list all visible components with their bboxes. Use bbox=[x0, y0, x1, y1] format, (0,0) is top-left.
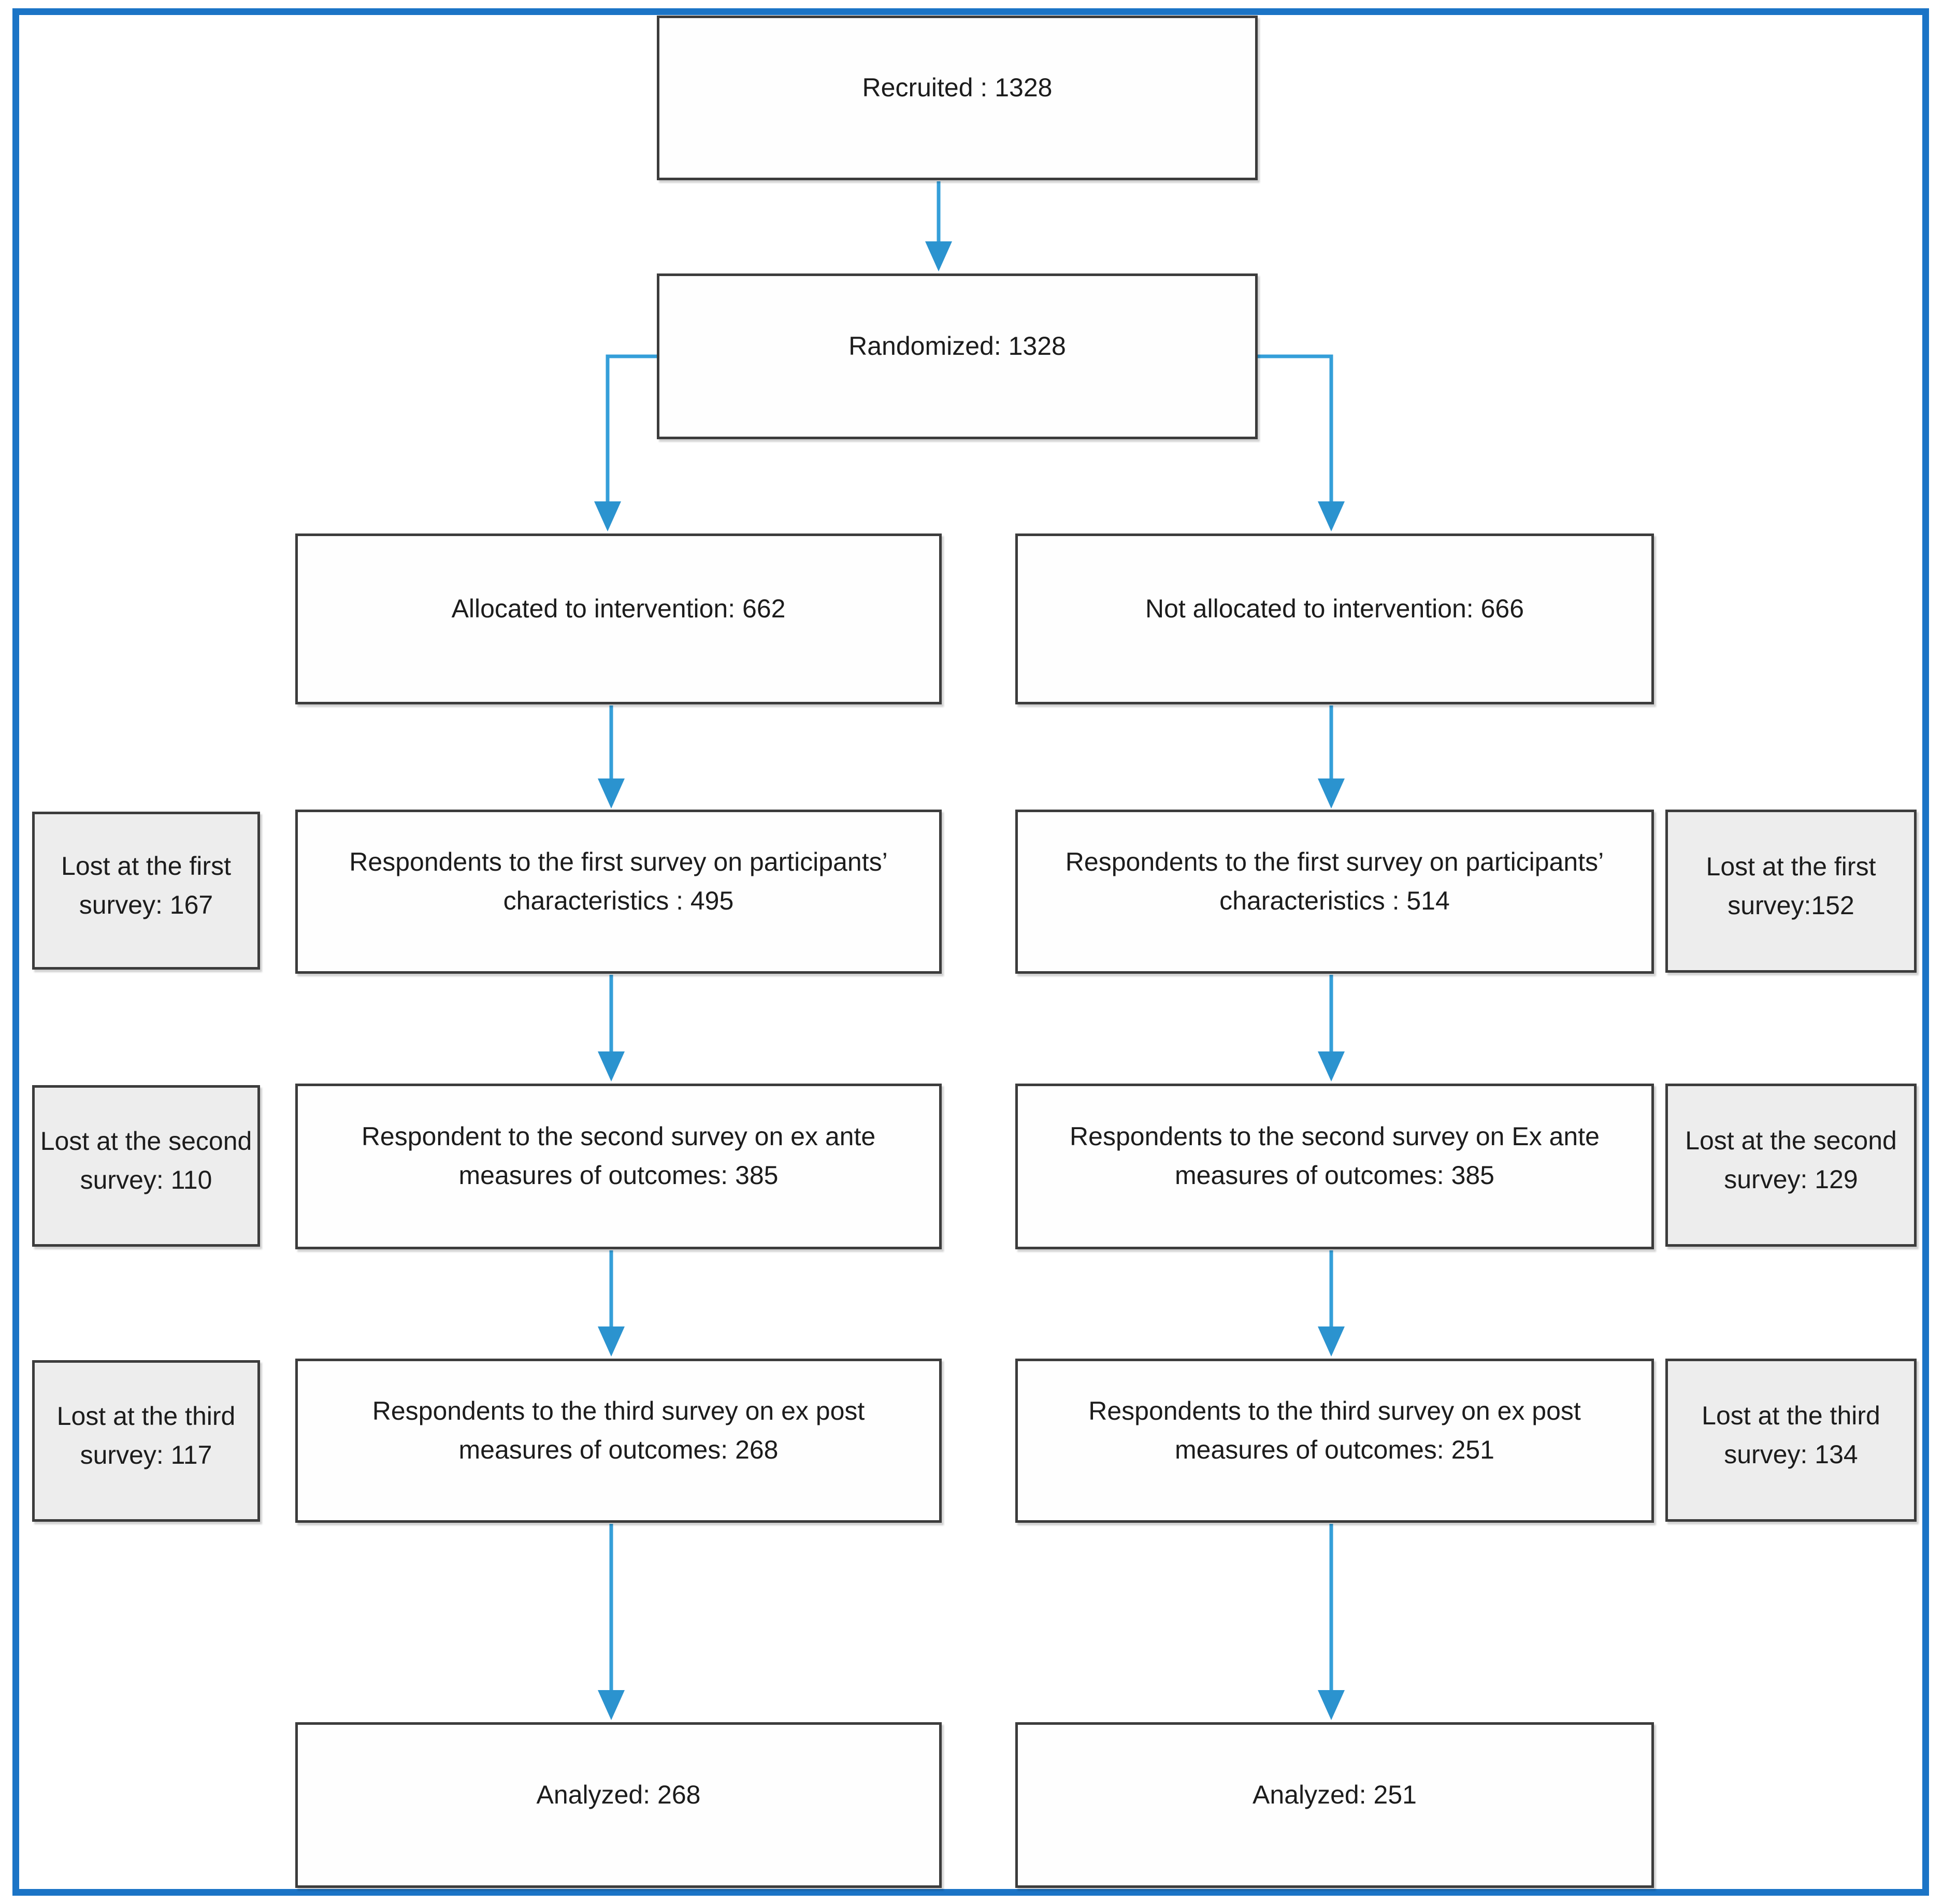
node-intervention-survey1: Respondents to the first survey on parti… bbox=[295, 810, 942, 974]
node-allocated: Allocated to intervention: 662 bbox=[295, 533, 942, 704]
arrowhead-survey2-survey3-right bbox=[1318, 1326, 1345, 1357]
outer-border-frame bbox=[12, 8, 1929, 1896]
node-control-survey3: Respondents to the third survey on ex po… bbox=[1015, 1359, 1654, 1523]
node-intervention-lost3: Lost at the third survey: 117 bbox=[32, 1360, 260, 1522]
connector-randomized-allocated bbox=[606, 354, 657, 501]
node-intervention-survey2: Respondent to the second survey on ex an… bbox=[295, 1084, 942, 1249]
node-control-analyzed: Analyzed: 251 bbox=[1015, 1722, 1654, 1888]
node-control-survey2: Respondents to the second survey on Ex a… bbox=[1015, 1084, 1654, 1249]
arrowhead-survey1-survey2-left bbox=[598, 1051, 625, 1081]
node-control-survey1: Respondents to the first survey on parti… bbox=[1015, 810, 1654, 974]
node-not-allocated: Not allocated to intervention: 666 bbox=[1015, 533, 1654, 704]
node-control-lost2: Lost at the second survey: 129 bbox=[1665, 1084, 1917, 1247]
arrowhead-survey3-analyzed-right bbox=[1318, 1690, 1345, 1720]
arrowhead-recruited-randomized bbox=[925, 241, 952, 271]
node-intervention-analyzed: Analyzed: 268 bbox=[295, 1722, 942, 1888]
node-control-lost3: Lost at the third survey: 134 bbox=[1665, 1359, 1917, 1522]
node-intervention-lost1: Lost at the first survey: 167 bbox=[32, 812, 260, 970]
arrowhead-randomized-not-allocated bbox=[1318, 501, 1345, 531]
connector-randomized-not-allocated bbox=[1257, 354, 1333, 501]
arrowhead-survey1-survey2-right bbox=[1318, 1051, 1345, 1081]
arrowhead-survey2-survey3-left bbox=[598, 1326, 625, 1357]
node-recruited: Recruited : 1328 bbox=[657, 16, 1258, 180]
arrowhead-randomized-allocated bbox=[594, 501, 621, 531]
arrowhead-allocated-survey1 bbox=[598, 778, 625, 809]
arrowhead-survey3-analyzed-left bbox=[598, 1690, 625, 1720]
node-randomized: Randomized: 1328 bbox=[657, 273, 1258, 439]
arrowhead-not-allocated-survey1 bbox=[1318, 778, 1345, 809]
node-control-lost1: Lost at the first survey:152 bbox=[1665, 810, 1917, 973]
node-intervention-survey3: Respondents to the third survey on ex po… bbox=[295, 1359, 942, 1523]
node-intervention-lost2: Lost at the second survey: 110 bbox=[32, 1085, 260, 1247]
